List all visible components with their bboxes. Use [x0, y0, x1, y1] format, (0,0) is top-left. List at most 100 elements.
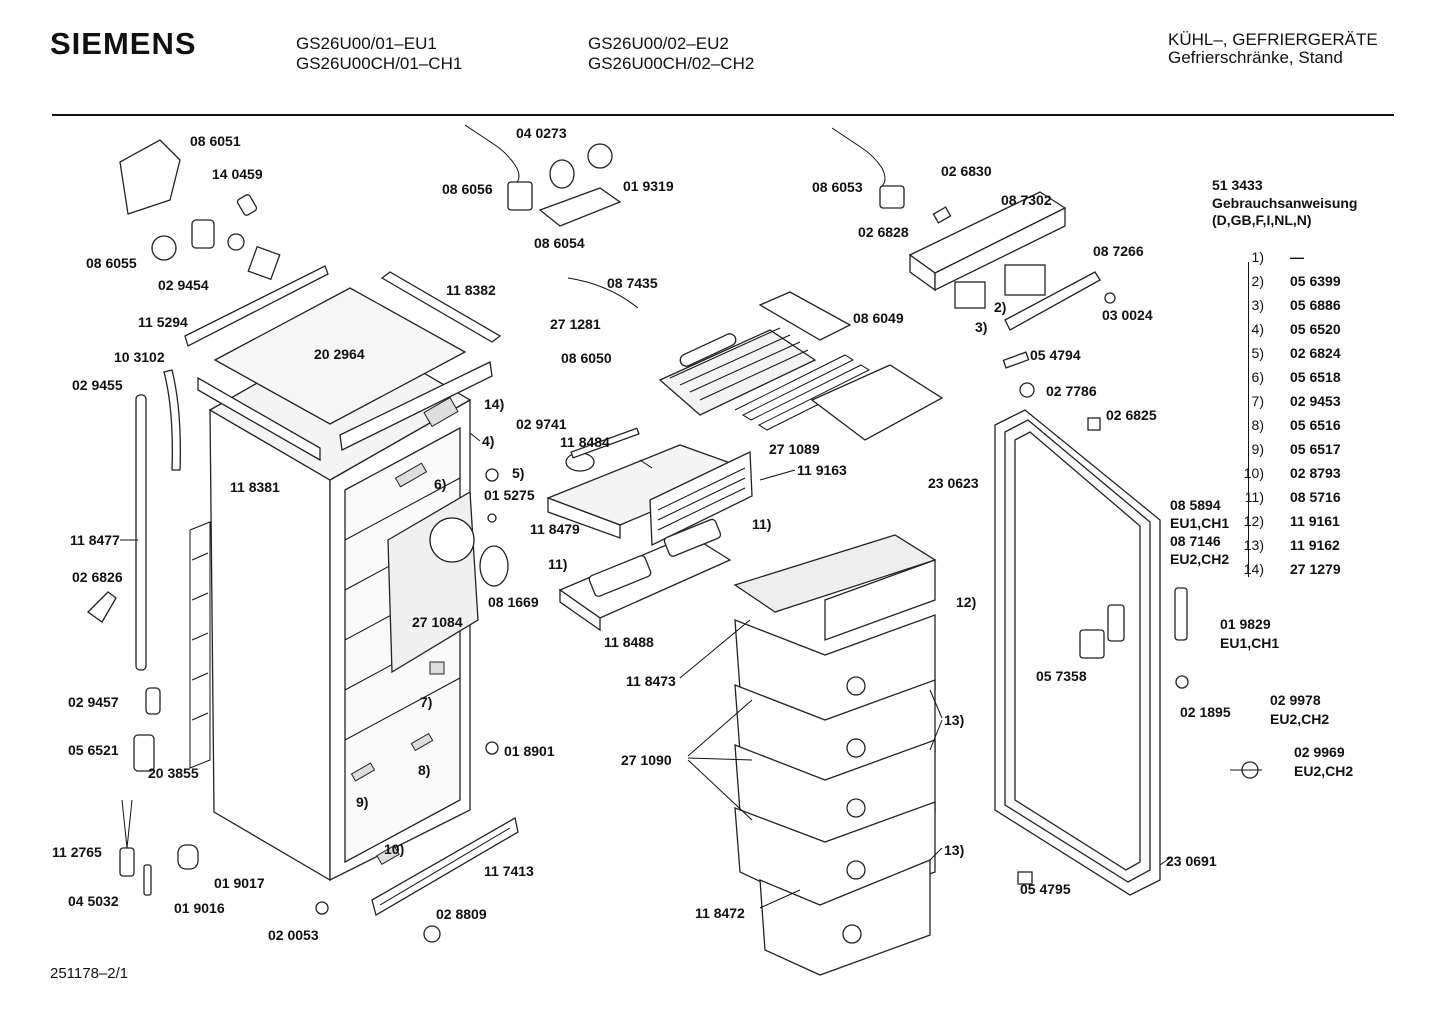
callout: 2) — [994, 299, 1006, 315]
part-label: 08 6053 — [812, 179, 863, 195]
part-label: 08 5894 — [1170, 497, 1221, 513]
part-label: 04 5032 — [68, 893, 119, 909]
part-label: 08 6055 — [86, 255, 137, 271]
bracket — [758, 291, 852, 341]
part-label: 08 1669 — [488, 594, 539, 610]
wire-harness — [567, 277, 639, 309]
part-label: 20 3855 — [148, 765, 199, 781]
callout: 11) — [752, 516, 771, 532]
switch-box — [879, 185, 905, 209]
grommet — [177, 844, 199, 870]
module-2 — [954, 281, 986, 309]
switch — [227, 233, 245, 251]
part-label: 11 8479 — [530, 521, 580, 537]
thermostat-bulb — [119, 847, 135, 877]
illustration — [86, 124, 1262, 976]
part-label: 05 4794 — [1030, 347, 1081, 363]
drain-tube — [135, 394, 147, 671]
part-label: 02 6825 — [1106, 407, 1157, 423]
part-label: 02 9978 — [1270, 692, 1321, 708]
manual-languages: (D,GB,F,I,NL,N) — [1212, 212, 1312, 228]
part-labels: 08 6051 14 0459 08 6055 02 9454 04 0273 … — [52, 125, 1353, 943]
part-label: 08 6049 — [853, 310, 904, 326]
part-label: 02 8809 — [436, 906, 487, 922]
freezer-door — [994, 409, 1188, 896]
cable — [464, 124, 520, 186]
part-label: EU1,CH1 — [1220, 635, 1279, 651]
part-label: 01 8901 — [504, 743, 555, 759]
legend-key: 6) — [1252, 369, 1264, 385]
part-label: 11 8473 — [626, 673, 676, 689]
part-label: 02 9455 — [72, 377, 123, 393]
part-label: 10 3102 — [114, 349, 165, 365]
category-subtitle: Gefrierschränke, Stand — [1168, 48, 1343, 67]
evaporator — [658, 329, 817, 416]
part-label: 02 7786 — [1046, 383, 1097, 399]
legend-value: 05 6518 — [1290, 369, 1341, 385]
part-label: 01 9319 — [623, 178, 674, 194]
callout: 10) — [384, 841, 404, 857]
legend-key: 8) — [1252, 417, 1264, 433]
part-label: 27 1281 — [550, 316, 601, 332]
legend-key: 5) — [1252, 345, 1264, 361]
callout: 12) — [956, 594, 976, 610]
manual-part-number: 51 3433 — [1212, 177, 1263, 193]
legend-value: 05 6399 — [1290, 273, 1341, 289]
part-label: 08 7266 — [1093, 243, 1144, 259]
module — [1004, 264, 1046, 296]
legend-key: 14) — [1244, 561, 1264, 577]
freezer-baskets — [733, 534, 937, 976]
model-code: GS26U00CH/02–CH2 — [588, 54, 755, 73]
bulb — [549, 159, 575, 189]
indicator-lamp — [236, 194, 258, 216]
part-label: EU2,CH2 — [1294, 763, 1353, 779]
legend-value: 05 6886 — [1290, 297, 1341, 313]
part-label: 11 8484 — [560, 434, 610, 450]
callout: 11) — [548, 556, 567, 572]
part-label: 20 2964 — [314, 346, 365, 362]
callout: 9) — [356, 794, 368, 810]
manual-reference: 51 3433 Gebrauchsanweisung (D,GB,F,I,NL,… — [1212, 177, 1357, 228]
legend-value: 08 5716 — [1290, 489, 1341, 505]
legend-value: 27 1279 — [1290, 561, 1341, 577]
part-label: 04 0273 — [516, 125, 567, 141]
part-label: EU2,CH2 — [1270, 711, 1329, 727]
hinge-bracket — [86, 591, 117, 623]
part-label: 01 9829 — [1220, 616, 1271, 632]
category-title: KÜHL–, GEFRIERGERÄTE — [1168, 30, 1378, 49]
part-label: 11 8488 — [604, 634, 654, 650]
part-label: 01 5275 — [484, 487, 535, 503]
rail-left — [184, 265, 329, 347]
part-label: 02 9454 — [158, 277, 209, 293]
legend-key: 2) — [1252, 273, 1264, 289]
part-label: 11 7413 — [484, 863, 534, 879]
part-label: 02 6830 — [941, 163, 992, 179]
callout: 4) — [482, 433, 494, 449]
callout: 8) — [418, 762, 430, 778]
lamp-socket — [587, 143, 613, 169]
legend-key: 4) — [1252, 321, 1264, 337]
legend-key: 9) — [1252, 441, 1264, 457]
part-label: 08 7435 — [607, 275, 658, 291]
part-label: 27 1090 — [621, 752, 672, 768]
control-housing-front — [934, 206, 1066, 292]
manual-title: Gebrauchsanweisung — [1212, 195, 1357, 211]
vent — [1079, 629, 1105, 659]
part-label: 14 0459 — [212, 166, 263, 182]
legend-value: 02 8793 — [1290, 465, 1341, 481]
cable-2 — [831, 127, 886, 187]
header-divider — [52, 114, 1394, 116]
part-label: 11 2765 — [52, 844, 102, 860]
callout: 13) — [944, 842, 964, 858]
callout: 5) — [512, 465, 524, 481]
model-code: GS26U00/01–EU1 — [296, 34, 437, 53]
lower-tray-front — [559, 588, 601, 632]
part-label: 02 1895 — [1180, 704, 1231, 720]
part-label: EU2,CH2 — [1170, 551, 1229, 567]
callout: 13) — [944, 712, 964, 728]
part-label: 02 9457 — [68, 694, 119, 710]
legend-key: 10) — [1244, 465, 1264, 481]
callout: 7) — [420, 694, 432, 710]
legend-divider — [1248, 262, 1249, 577]
